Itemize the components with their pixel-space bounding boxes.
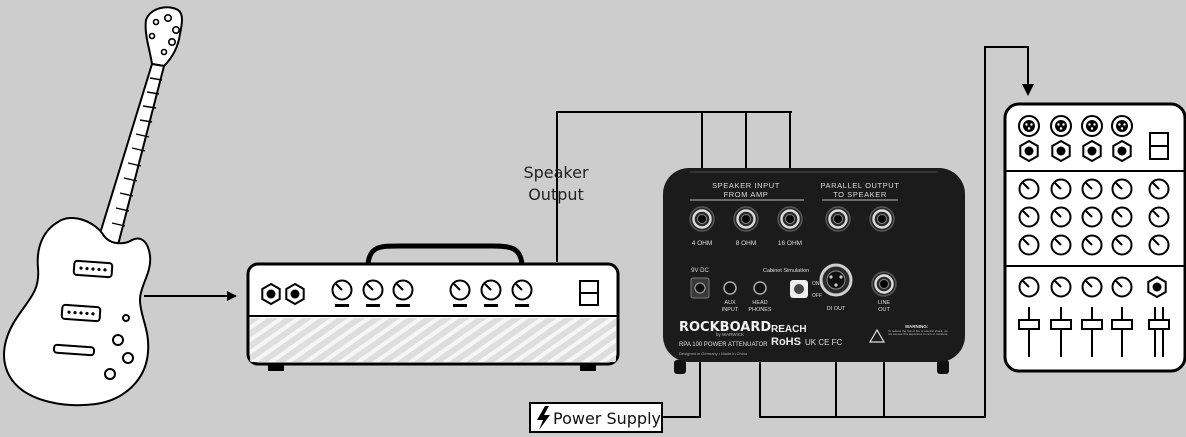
brand-logo: ROCKBOARD xyxy=(679,320,771,335)
jack-4-ohm xyxy=(688,205,716,233)
model-label: RPA 100 POWER ATTENUATOR xyxy=(679,342,768,348)
switch-on-label: ON xyxy=(812,281,820,287)
warning-title: WARNING: xyxy=(905,324,929,329)
speaker-output-label-line2: Output xyxy=(528,185,584,204)
electric-guitar-icon xyxy=(3,6,183,407)
jack-8-ohm xyxy=(732,205,760,233)
amp-power-switch xyxy=(579,280,599,306)
di-out-label: DI OUT xyxy=(827,306,846,312)
power-supply-label: Power Supply xyxy=(553,409,661,428)
xlr-di-out-connector xyxy=(819,263,853,297)
dc-label: 9V DC xyxy=(691,268,709,274)
amp-handle xyxy=(365,243,525,265)
line-out-jack xyxy=(870,270,898,298)
ohm-8-label: 8 OHM xyxy=(736,240,757,247)
aux-input-label-2: INPUT xyxy=(722,307,739,313)
cabinet-simulation-label: Cabinet Simulation xyxy=(763,268,809,274)
outputs-to-mixer-cable xyxy=(759,46,1029,418)
aux-input-label-1: AUX xyxy=(724,300,736,306)
speaker-output-label-line1: Speaker xyxy=(523,163,589,182)
parallel-output-title-2: TO SPEAKER xyxy=(833,190,887,199)
warning-triangle-icon xyxy=(868,328,886,343)
headphones-jack xyxy=(753,281,767,295)
parallel-out-jack-2 xyxy=(868,205,896,233)
power-supply-label-box: Power Supply xyxy=(529,402,663,433)
ohm-4-label: 4 OHM xyxy=(692,240,713,247)
made-in-label: Designed in Germany • Made in China xyxy=(679,351,748,356)
headphones-label-2: PHONES xyxy=(748,307,772,313)
reach-label: REACH xyxy=(771,324,807,335)
lightning-bolt-icon xyxy=(537,406,550,430)
mixer-input-arrowhead xyxy=(1022,84,1034,96)
headphones-label-1: HEAD xyxy=(752,300,767,306)
mixer-faders xyxy=(1018,307,1170,357)
jack-16-ohm xyxy=(776,205,804,233)
line-out-label-2: OUT xyxy=(878,307,890,313)
speaker-output-cable xyxy=(556,111,792,262)
parallel-out-jack-1 xyxy=(824,205,852,233)
warning-text: To reduce the risk of fire or electric s… xyxy=(888,330,949,337)
amp-knobs xyxy=(331,279,533,307)
guitar-amp-head-icon xyxy=(246,243,620,371)
audio-mixer-icon xyxy=(1003,102,1186,373)
switch-off-label: OFF xyxy=(812,293,822,299)
power-attenuator-unit: SPEAKER INPUT FROM AMP PARALLEL OUTPUT T… xyxy=(663,168,965,374)
ohm-16-label: 16 OHM xyxy=(778,240,802,247)
speaker-input-title-2: FROM AMP xyxy=(724,190,769,199)
aux-input-jack xyxy=(723,281,737,295)
cert-marks: UK CE FC xyxy=(805,338,843,347)
rohs-label: RoHS xyxy=(771,336,801,348)
line-out-label-1: LINE xyxy=(878,300,891,306)
speaker-input-title-1: SPEAKER INPUT xyxy=(712,181,780,190)
parallel-output-title-1: PARALLEL OUTPUT xyxy=(820,181,899,190)
mixer-power-switch xyxy=(1149,132,1169,160)
mixer-output-jack xyxy=(1147,276,1167,298)
brand-by-label: by WARWICK xyxy=(716,332,744,337)
